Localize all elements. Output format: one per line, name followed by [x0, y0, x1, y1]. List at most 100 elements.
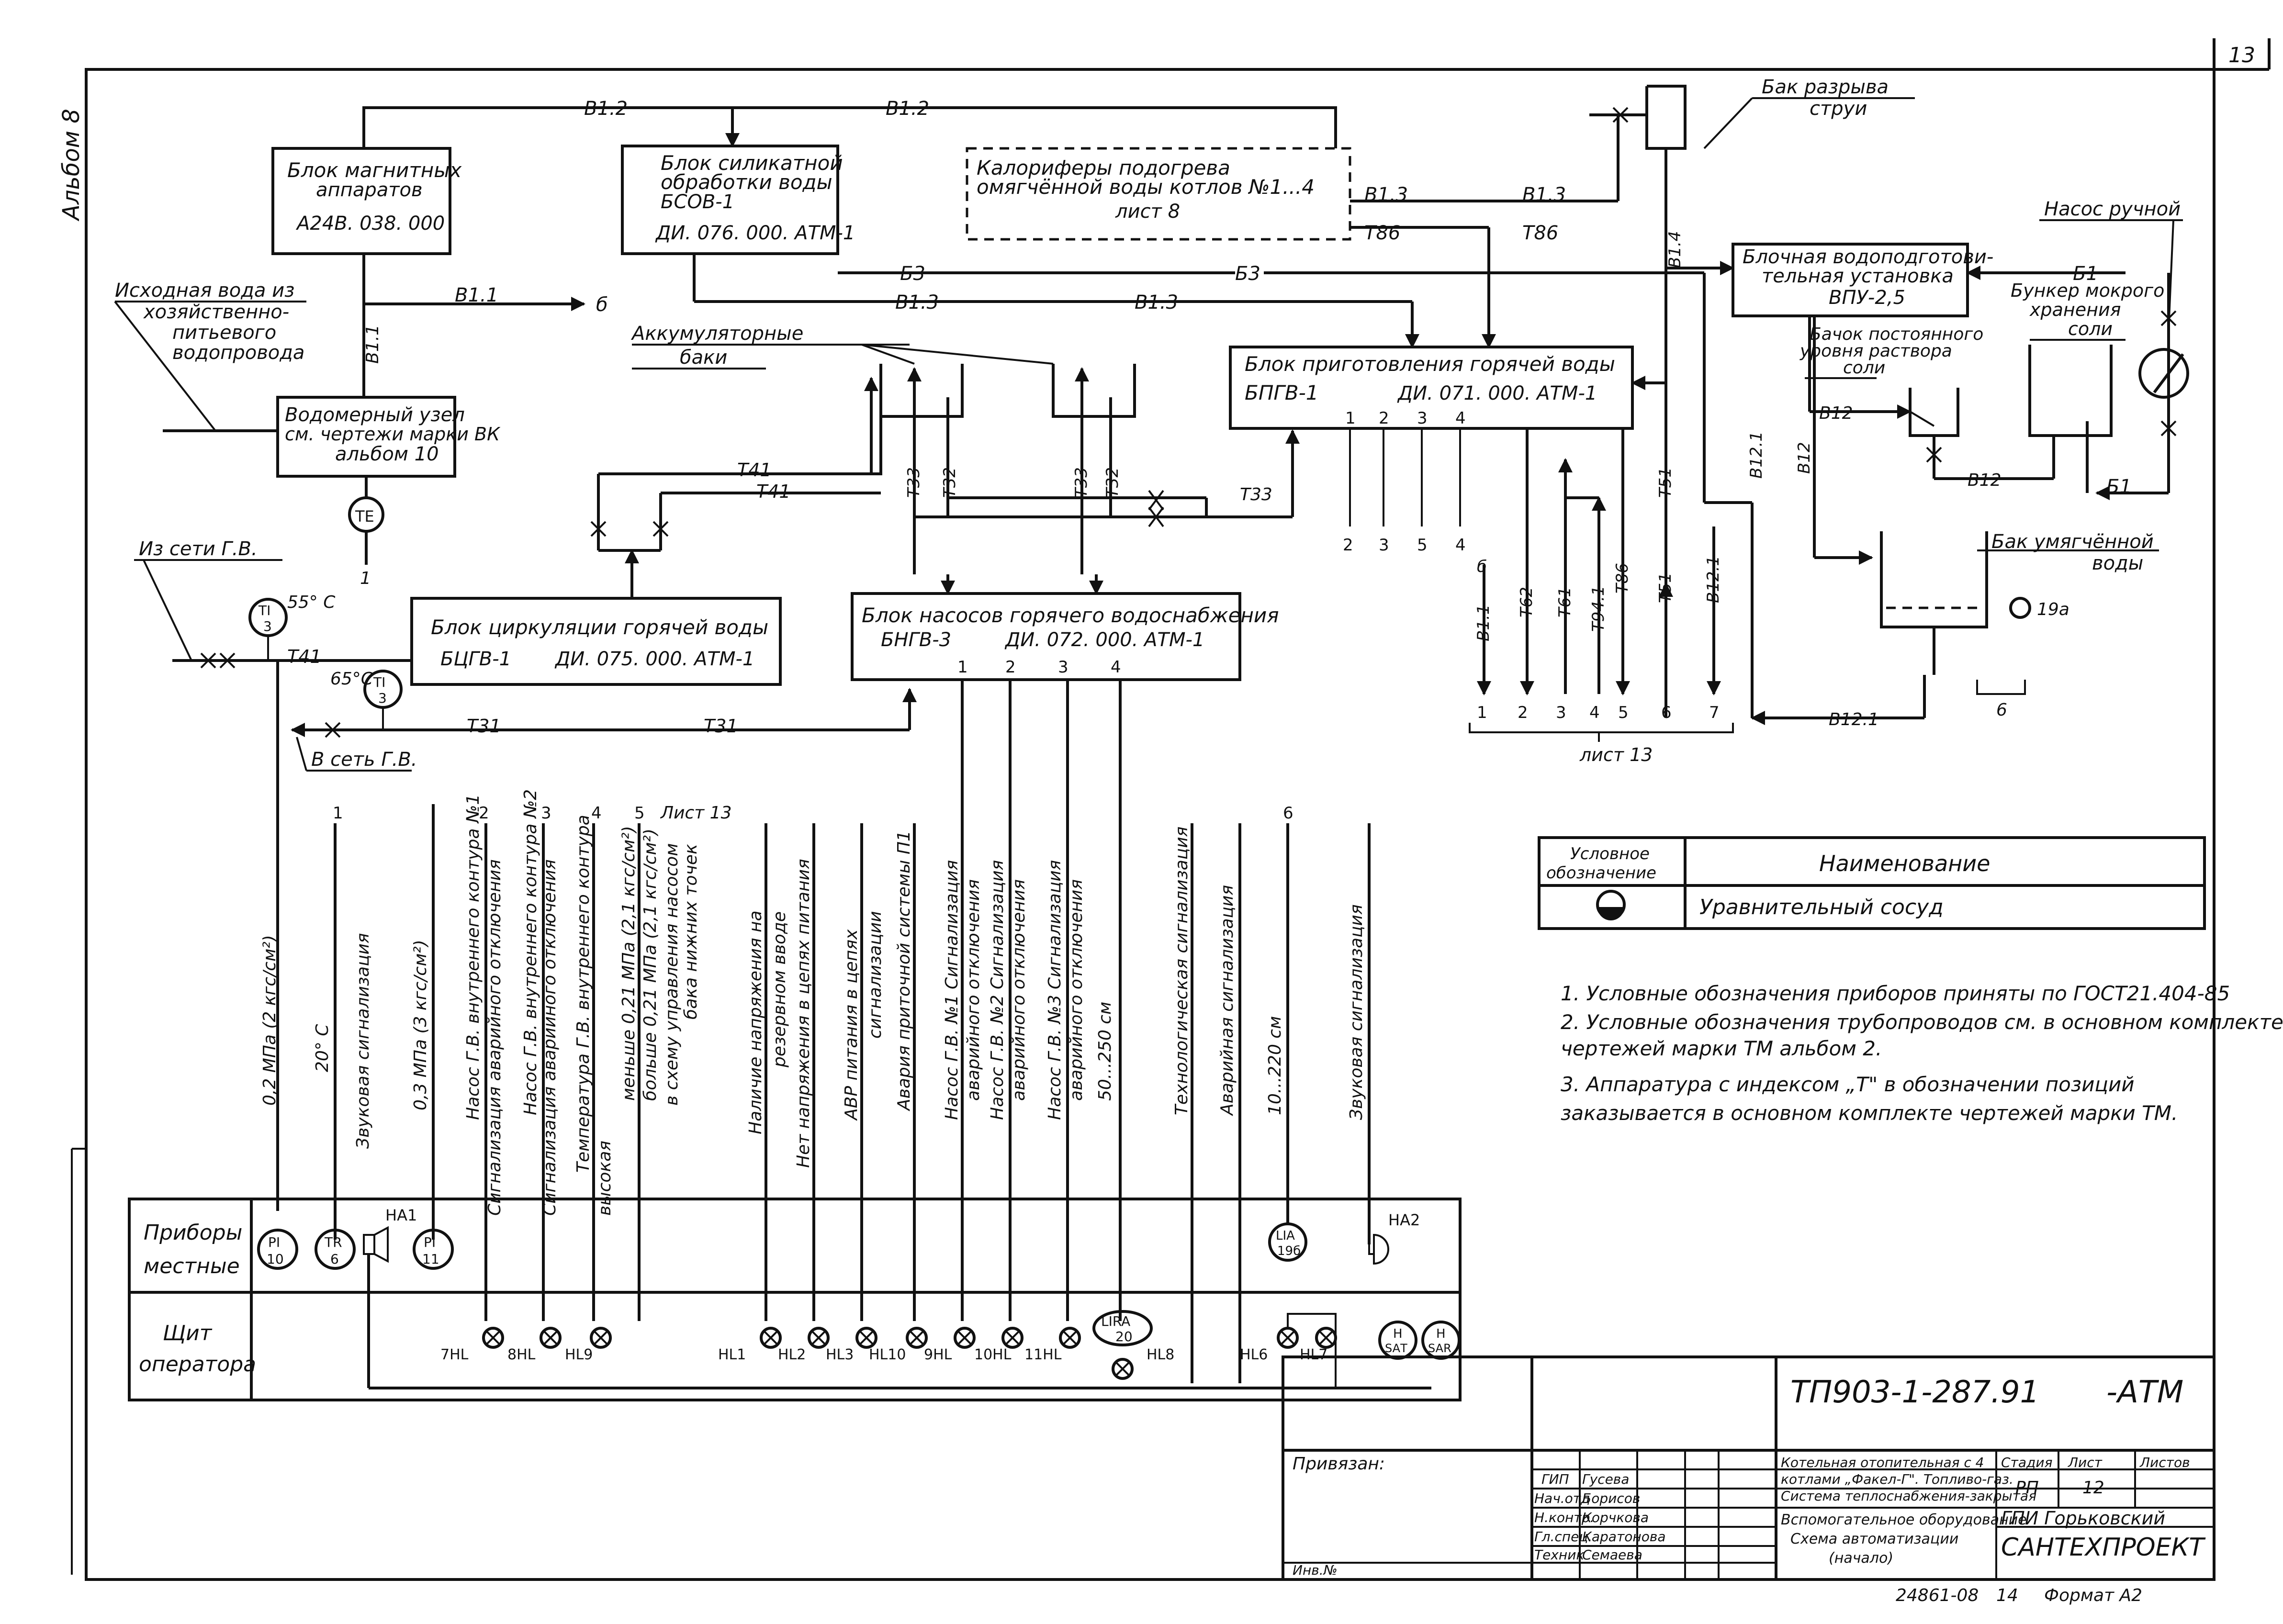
svg-text:Н.контр.: Н.контр. — [1534, 1510, 1594, 1525]
svg-text:Водомерный узел: Водомерный узел — [285, 404, 465, 426]
pipe-b12b: В1.2 — [886, 98, 929, 120]
svg-text:4: 4 — [591, 804, 602, 823]
svg-text:SAТ: SAТ — [1385, 1342, 1407, 1355]
svg-text:чертежей марки ТМ альбом 2.: чертежей марки ТМ альбом 2. — [1561, 1037, 1882, 1060]
svg-text:Сигнализация аварийного отключ: Сигнализация аварийного отключения — [485, 859, 505, 1216]
svg-text:19а: 19а — [2037, 600, 2069, 619]
svg-text:В1.1: В1.1 — [1474, 605, 1493, 641]
svg-text:3: 3 — [263, 618, 272, 634]
svg-text:3: 3 — [1556, 703, 1566, 722]
svg-text:Исходная вода из: Исходная вода из — [115, 280, 294, 302]
svg-text:1: 1 — [360, 569, 371, 588]
svg-text:Вспомогательное оборудование: Вспомогательное оборудование — [1781, 1512, 2027, 1528]
svg-text:-АТМ: -АТМ — [2106, 1375, 2183, 1410]
svg-text:TE: TE — [355, 507, 374, 526]
svg-text:HL1: HL1 — [718, 1346, 746, 1363]
block-meter: Водомерный узел см. чертежи марки ВК аль… — [276, 396, 501, 478]
block-hot-prep: Блок приготовления горячей воды БПГВ-1 Д… — [1229, 346, 1634, 430]
svg-text:БЦГВ-1: БЦГВ-1 — [440, 648, 511, 670]
block-pumps: Блок насосов горячего водоснабжения БНГВ… — [851, 592, 1279, 681]
svg-text:Блок магнитных: Блок магнитных — [287, 158, 462, 182]
svg-text:высокая: высокая — [595, 1141, 615, 1216]
svg-text:6: 6 — [1996, 700, 2007, 720]
to-hot-net: В сеть Г.В. — [311, 749, 417, 771]
softened-tank: Бак умягчённой воды — [1880, 531, 2159, 628]
svg-text:1: 1 — [333, 804, 343, 823]
svg-text:сигнализации: сигнализации — [866, 911, 885, 1039]
title-block: ТП903-1-287.91 -АТМ Привязан: Инв.№ ГИП … — [1282, 1355, 2216, 1605]
svg-text:Нет напряжения в цепях питания: Нет напряжения в цепях питания — [794, 859, 813, 1168]
svg-text:В1.3: В1.3 — [1135, 291, 1178, 314]
svg-text:Т33: Т33 — [1072, 467, 1091, 498]
svg-text:Авария приточной системы П1: Авария приточной системы П1 — [894, 830, 914, 1111]
svg-text:HL8: HL8 — [1147, 1346, 1174, 1363]
h-sat: H SAТ — [1378, 1321, 1417, 1360]
accumulators: Аккумуляторные баки — [630, 323, 1136, 418]
svg-text:аварийного отключения: аварийного отключения — [1067, 879, 1086, 1101]
svg-text:ГПИ Горьковский: ГПИ Горьковский — [2001, 1508, 2165, 1529]
svg-text:аварийного отключения: аварийного отключения — [1009, 879, 1029, 1101]
svg-text:в схему управления насосом: в схему управления насосом — [662, 843, 682, 1106]
svg-text:3: 3 — [1058, 658, 1068, 677]
svg-text:В1.3: В1.3 — [895, 291, 939, 314]
svg-text:Привязан:: Привязан: — [1293, 1454, 1385, 1474]
svg-text:лист 13: лист 13 — [1579, 744, 1653, 765]
svg-text:Т41: Т41 — [737, 459, 772, 481]
svg-text:В12: В12 — [1819, 403, 1853, 423]
svg-text:хранения: хранения — [2029, 299, 2121, 320]
svg-text:питьевого: питьевого — [172, 322, 276, 344]
svg-text:Инв.№: Инв.№ — [1293, 1562, 1338, 1578]
block-silicate: Блок силикатной обработки воды БСОВ-1 ДИ… — [621, 145, 855, 255]
lamp-hl9: HL9 — [565, 1327, 612, 1363]
instrument-pi10: PI 10 — [257, 1229, 298, 1270]
svg-text:А24В. 038. 000: А24В. 038. 000 — [295, 213, 445, 235]
svg-text:Стадия: Стадия — [2001, 1455, 2052, 1470]
svg-text:Каратонова: Каратонова — [1582, 1529, 1666, 1545]
svg-text:Техник: Техник — [1534, 1547, 1584, 1563]
svg-text:Приборы: Приборы — [144, 1221, 242, 1245]
svg-text:Б3: Б3 — [900, 263, 925, 285]
svg-text:TI: TI — [258, 603, 270, 618]
svg-text:H: H — [1436, 1327, 1446, 1341]
svg-text:3: 3 — [541, 804, 551, 823]
lamp-10hl: 10HL — [974, 1327, 1023, 1363]
svg-text:LIRA: LIRA — [1101, 1313, 1130, 1329]
svg-text:HL3: HL3 — [826, 1346, 854, 1363]
svg-text:соли: соли — [2068, 318, 2113, 339]
svg-text:TR: TR — [324, 1234, 342, 1250]
svg-text:Температура Г.В. внутреннего к: Температура Г.В. внутреннего контура — [574, 815, 593, 1173]
svg-text:Звуковая сигнализация: Звуковая сигнализация — [353, 933, 373, 1149]
svg-text:1. Условные обозначения прибор: 1. Условные обозначения приборов приняты… — [1561, 982, 2230, 1005]
svg-text:БНГВ-3: БНГВ-3 — [881, 629, 951, 651]
svg-text:Насос Г.В. №2 Сигнализация: Насос Г.В. №2 Сигнализация — [988, 860, 1007, 1120]
svg-text:20: 20 — [1115, 1329, 1133, 1344]
signal-descriptions: 0,2 МПа (2 кгс/см²) 20° С Звуковая сигна… — [260, 789, 1366, 1216]
svg-text:Т51: Т51 — [1656, 467, 1675, 498]
svg-text:55° С: 55° С — [287, 593, 336, 612]
from-hot-net: Из сети Г.В. — [139, 538, 258, 560]
svg-text:(начало): (начало) — [1829, 1550, 1893, 1567]
lamp-hl8: HL8 — [1112, 1346, 1174, 1380]
svg-text:баки: баки — [680, 347, 727, 369]
svg-text:тельная установка: тельная установка — [1762, 265, 1954, 287]
break-tank: Бак разрыва струи — [1589, 76, 1915, 150]
svg-text:3: 3 — [378, 690, 387, 706]
svg-text:Б1: Б1 — [2106, 476, 2132, 498]
svg-text:В12: В12 — [1795, 442, 1814, 474]
svg-text:1: 1 — [1345, 409, 1356, 428]
svg-text:В1.4: В1.4 — [1665, 231, 1685, 268]
svg-text:Нач.отд: Нач.отд — [1534, 1490, 1590, 1506]
svg-text:Наименование: Наименование — [1819, 851, 1990, 876]
svg-text:заказывается в основном компле: заказывается в основном комплекте чертеж… — [1561, 1101, 2178, 1125]
signal-columns: 2 3 4 5 6 1 Лист 13 — [333, 680, 1371, 1383]
svg-text:0,3 МПа (3 кгс/см²): 0,3 МПа (3 кгс/см²) — [411, 940, 430, 1110]
svg-text:В1.3: В1.3 — [1522, 184, 1566, 206]
svg-text:Б1: Б1 — [2073, 263, 2098, 285]
svg-text:аппаратов: аппаратов — [316, 179, 423, 201]
svg-text:Аварийная сигнализация: Аварийная сигнализация — [1217, 885, 1237, 1116]
svg-text:Борисов: Борисов — [1582, 1490, 1640, 1506]
svg-text:Лист: Лист — [2068, 1455, 2103, 1470]
svg-text:водопровода: водопровода — [172, 342, 304, 364]
pipe-b12: В1.2 — [584, 98, 628, 120]
